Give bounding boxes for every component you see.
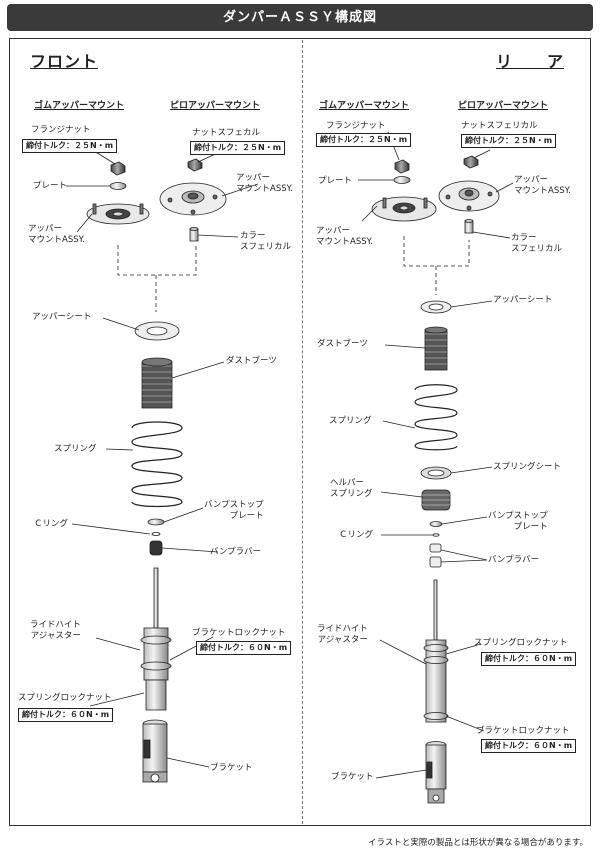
front-rubber-mount-title: ゴムアッパーマウント xyxy=(34,101,125,111)
front-label-collar-spherical: カラー スフェリカル xyxy=(240,231,292,252)
rear-rubber-upper-mount-icon xyxy=(371,196,437,222)
rear-dust-boots-icon xyxy=(424,326,448,371)
rear-rubber-mount-title: ゴムアッパーマウント xyxy=(319,101,410,111)
rear-torque-flange-nut: 締付トルク：２５N・m xyxy=(316,133,412,147)
diagram-frame xyxy=(9,38,591,826)
rear-label-dust-boots: ダストブーツ xyxy=(317,339,368,349)
rear-upper-seat-icon xyxy=(420,300,452,314)
front-torque-flange-nut: 締付トルク：２５N・m xyxy=(22,139,118,153)
rear-pillow-upper-mount-icon xyxy=(438,180,500,212)
rear-spring-icon xyxy=(414,384,458,451)
rear-heading: リ ア xyxy=(496,52,565,71)
front-label-plate: プレート xyxy=(33,181,68,191)
front-label-spring: スプリング xyxy=(54,444,97,454)
rear-label-upper-mount-assy-pillow: アッパー マウントASSY. xyxy=(514,175,571,196)
front-label-upper-mount-assy-rubber: アッパー マウントASSY. xyxy=(28,224,85,245)
front-bump-stop-plate-icon xyxy=(147,518,165,526)
rear-bracket-icon xyxy=(425,741,447,804)
front-pillow-upper-mount-icon xyxy=(159,182,227,216)
rear-label-ride-height-adjuster: ライドハイト アジャスター xyxy=(317,624,368,645)
rear-helper-spring-icon xyxy=(421,489,451,511)
front-upper-seat-icon xyxy=(134,321,180,341)
front-rubber-upper-mount-icon xyxy=(86,203,150,225)
rear-torque-spring-lock-nut: 締付トルク：６０N・m xyxy=(481,652,577,666)
front-damper-body-icon xyxy=(140,567,172,711)
rear-label-flange-nut: フランジナット xyxy=(326,121,386,131)
rear-label-spring-lock-nut: スプリングロックナット xyxy=(474,638,568,648)
front-dust-boots-icon xyxy=(141,357,173,409)
front-label-ride-height-adjuster: ライドハイト アジャスター xyxy=(30,620,81,641)
front-bump-rubber-icon xyxy=(149,540,163,556)
rear-label-upper-mount-assy-rubber: アッパー マウントASSY. xyxy=(316,226,373,247)
rear-spring-seat-icon xyxy=(420,466,452,480)
front-label-upper-seat: アッパーシート xyxy=(32,312,92,322)
front-label-bump-stop-plate: バンプストップ プレート xyxy=(204,500,264,521)
rear-torque-bracket-lock-nut: 締付トルク：６０N・m xyxy=(481,739,577,753)
front-label-bracket-lock-nut: ブラケットロックナット xyxy=(192,628,286,638)
front-label-nut-spherical: ナットスフェカル xyxy=(192,128,261,138)
front-flange-nut-icon xyxy=(110,161,126,176)
rear-label-spring: スプリング xyxy=(329,416,372,426)
front-pillow-mount-title: ピロアッパーマウント xyxy=(170,101,261,111)
rear-plate-icon xyxy=(393,176,411,184)
front-torque-spring-lock-nut: 締付トルク：６０N・m xyxy=(18,708,114,722)
front-bracket-icon xyxy=(142,719,168,783)
rear-label-plate: プレート xyxy=(318,176,353,186)
front-heading: フロント xyxy=(30,52,99,71)
front-label-spring-lock-nut: スプリングロックナット xyxy=(18,693,112,703)
front-torque-bracket-lock-nut: 締付トルク：６０N・m xyxy=(196,641,292,655)
footer-disclaimer: イラストと実際の製品とは形状が異なる場合があります。 xyxy=(368,838,588,848)
rear-torque-nut-spherical: 締付トルク：２５N・m xyxy=(461,134,557,148)
rear-bump-rubber-icon xyxy=(429,543,442,568)
front-plate-icon xyxy=(109,182,127,190)
rear-bump-stop-plate-icon xyxy=(429,521,443,527)
rear-label-bracket: ブラケット xyxy=(331,772,374,782)
front-rear-divider xyxy=(302,40,303,824)
diagram-title: ダンパーＡＳＳＹ構成図 xyxy=(7,4,593,31)
front-label-bracket: ブラケット xyxy=(210,763,253,773)
rear-flange-nut-icon xyxy=(394,159,410,174)
rear-label-nut-spherical: ナットスフェリカル xyxy=(461,121,538,131)
front-c-ring-icon xyxy=(151,532,161,536)
rear-label-bump-rubber: バンプラバー xyxy=(488,555,540,565)
front-collar-spherical-icon xyxy=(189,227,199,242)
rear-label-helper-spring: ヘルパー スプリング xyxy=(330,478,373,499)
rear-nut-spherical-icon xyxy=(463,155,479,169)
front-label-c-ring: Ｃリング xyxy=(34,519,69,529)
rear-label-c-ring: Ｃリング xyxy=(339,530,374,540)
front-spring-icon xyxy=(131,421,183,508)
front-label-bump-rubber: バンプラバー xyxy=(210,547,262,557)
rear-collar-spherical-icon xyxy=(464,219,474,234)
rear-label-bump-stop-plate: バンプストップ プレート xyxy=(488,511,548,532)
front-label-flange-nut: フランジナット xyxy=(31,125,91,135)
front-label-upper-mount-assy-pillow: アッパー マウントASSY. xyxy=(236,173,293,194)
front-label-dust-boots: ダストブーツ xyxy=(226,356,277,366)
rear-damper-body-icon xyxy=(423,579,449,723)
rear-c-ring-icon xyxy=(432,533,440,537)
rear-label-spring-seat: スプリングシート xyxy=(493,462,562,472)
rear-label-bracket-lock-nut: ブラケットロックナット xyxy=(476,726,570,736)
front-torque-nut-spherical: 締付トルク：２５N・m xyxy=(190,141,286,155)
rear-label-collar-spherical: カラー スフェリカル xyxy=(511,233,563,254)
rear-label-upper-seat: アッパーシート xyxy=(493,295,553,305)
rear-pillow-mount-title: ピロアッパーマウント xyxy=(458,101,549,111)
